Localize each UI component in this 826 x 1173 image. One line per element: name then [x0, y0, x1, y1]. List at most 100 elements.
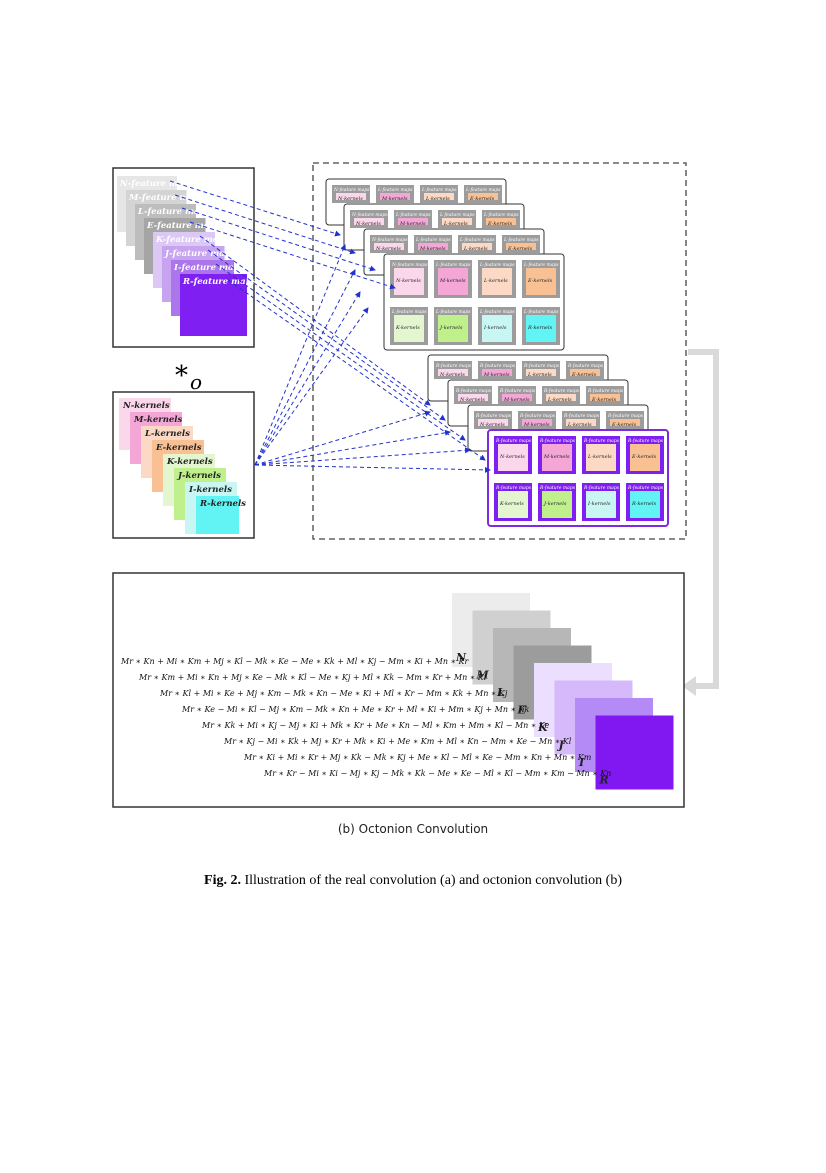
- grid-kernel-cell: [542, 444, 572, 471]
- grid-kernel-label: E-kernels: [611, 422, 637, 428]
- grid-kernel-label: M-kernels: [523, 422, 550, 428]
- octonion-operator: *: [175, 361, 188, 391]
- grid-map-label: R-feature maps: [627, 438, 664, 444]
- grid-kernel-label: J-kernels: [439, 325, 463, 331]
- feature-map-arrow: [169, 180, 341, 237]
- feature-map-card: [180, 274, 247, 336]
- grid-map-label: N-feature maps: [391, 262, 428, 268]
- equation-line: Mr ∗ Ki + Mi ∗ Kr + Mj ∗ Kk − Mk ∗ Kj + …: [243, 753, 592, 762]
- grid-kernel-cell: [498, 444, 528, 471]
- kernel-label: I-kernels: [188, 485, 232, 495]
- grid-kernel-cell: [418, 243, 448, 250]
- grid-map-label: L-feature maps: [377, 187, 413, 193]
- kernel-arrow: [254, 447, 471, 466]
- grid-map-label: R-feature maps: [587, 388, 624, 394]
- kernel-label: N-kernels: [122, 401, 170, 411]
- grid-map-label: R-feature maps: [475, 413, 512, 419]
- grid-kernel-label: E-kernels: [631, 454, 657, 460]
- grid-kernel-cell: [442, 218, 472, 225]
- grid-map-label: L-feature maps: [435, 309, 471, 315]
- grid-map-label: L-feature maps: [435, 262, 471, 268]
- output-label: M: [476, 669, 490, 682]
- grid-kernel-cell: [462, 243, 492, 250]
- feature-map-label: I-feature maps: [173, 263, 244, 273]
- figure-caption: Fig. 2. Illustration of the real convolu…: [0, 873, 826, 889]
- grid-map-label: R-feature maps: [563, 413, 600, 419]
- grid-kernel-cell: [586, 491, 616, 518]
- grid-kernel-cell: [458, 394, 488, 401]
- grid-map-label: L-feature maps: [421, 187, 457, 193]
- grid-kernel-label: M-kernels: [543, 454, 570, 460]
- grid-kernel-cell: [394, 315, 424, 342]
- feature-map-label: R-feature maps: [182, 277, 257, 287]
- equation-line: Mr ∗ Kk + Mi ∗ Kj − Mj ∗ Ki + Mk ∗ Kr + …: [201, 721, 550, 730]
- equation-line: Mr ∗ Km + Mi ∗ Kn + Mj ∗ Ke − Mk ∗ Kl − …: [138, 673, 487, 682]
- grid-map-label: R-feature maps: [523, 363, 560, 369]
- grid-map-label: L-feature maps: [483, 212, 519, 218]
- grid-map-label: R-feature maps: [495, 438, 532, 444]
- grid-map-label: L-feature maps: [465, 187, 501, 193]
- output-label: E: [517, 704, 527, 717]
- grid-map-label: R-feature maps: [539, 438, 576, 444]
- grid-kernel-cell: [438, 315, 468, 342]
- equation-line: Mr ∗ Kj − Mi ∗ Kk + Mj ∗ Kr + Mk ∗ Ki + …: [223, 737, 572, 746]
- grid-map-label: R-feature maps: [567, 363, 604, 369]
- grid-map-label: L-feature maps: [523, 309, 559, 315]
- feature-map-label: N-feature maps: [119, 179, 194, 189]
- grid-kernel-label: L-kernels: [425, 196, 450, 202]
- output-label: R: [599, 774, 609, 787]
- grid-map-label: R-feature maps: [607, 413, 644, 419]
- grid-kernel-label: K-kernels: [395, 325, 420, 331]
- grid-map-label: N-feature maps: [351, 212, 388, 218]
- grid-kernel-label: M-kernels: [399, 221, 426, 227]
- connection-arrows: [169, 180, 491, 473]
- grid-kernel-label: E-kernels: [527, 278, 553, 284]
- feature-map-label: M-feature maps: [128, 193, 205, 203]
- grid-map-label: R-feature maps: [455, 388, 492, 394]
- grid-kernel-cell: [526, 315, 556, 342]
- feature-map-label: J-feature maps: [163, 249, 236, 259]
- kernel-arrow: [254, 464, 491, 473]
- grid-kernel-cell: [506, 243, 536, 250]
- grid-kernel-cell: [482, 315, 512, 342]
- grid-map-label: R-feature maps: [479, 363, 516, 369]
- grid-kernel-cell: [546, 394, 576, 401]
- kernel-label: L-kernels: [144, 429, 190, 439]
- grid-map-label: N-feature maps: [333, 187, 370, 193]
- kernel-arrow: [254, 429, 451, 466]
- feature-map-arrow: [199, 235, 431, 406]
- grid-kernel-cell: [354, 218, 384, 225]
- grid-kernel-label: E-kernels: [571, 372, 597, 378]
- grid-kernel-label: L-kernels: [443, 221, 468, 227]
- feature-map-arrow: [174, 194, 356, 255]
- kernel-arrow: [254, 244, 346, 466]
- kernel-label: M-kernels: [133, 415, 183, 425]
- grid-kernel-label: L-kernels: [527, 372, 552, 378]
- grid-kernel-label: N-kernels: [395, 278, 421, 284]
- grid-map-label: L-feature maps: [479, 309, 515, 315]
- grid-map-label: R-feature maps: [519, 413, 556, 419]
- grid-map-label: R-feature maps: [495, 485, 532, 491]
- grid-kernel-cell: [630, 491, 660, 518]
- grid-kernel-cell: [586, 444, 616, 471]
- feature-map-arrow: [181, 207, 376, 272]
- equation-line: Mr ∗ Kr − Mi ∗ Ki − Mj ∗ Kj − Mk ∗ Kk − …: [263, 769, 611, 778]
- grid-kernel-cell: [394, 268, 424, 295]
- output-card: [595, 715, 674, 790]
- grid-map-label: N-feature maps: [371, 237, 408, 243]
- grid-map-label: R-feature maps: [627, 485, 664, 491]
- kernel-arrow: [254, 410, 431, 466]
- grid-kernel-cell: [526, 369, 556, 376]
- grid-kernel-label: E-kernels: [591, 397, 617, 403]
- grid-kernel-cell: [398, 218, 428, 225]
- grid-kernel-label: K-kernels: [499, 501, 524, 507]
- grid-kernel-cell: [380, 193, 410, 200]
- grid-map-label: L-feature maps: [391, 309, 427, 315]
- grid-map-label: L-feature maps: [479, 262, 515, 268]
- grid-kernel-cell: [526, 268, 556, 295]
- output-label: I: [578, 756, 585, 769]
- grid-kernel-label: M-kernels: [439, 278, 466, 284]
- grid-kernel-cell: [542, 491, 572, 518]
